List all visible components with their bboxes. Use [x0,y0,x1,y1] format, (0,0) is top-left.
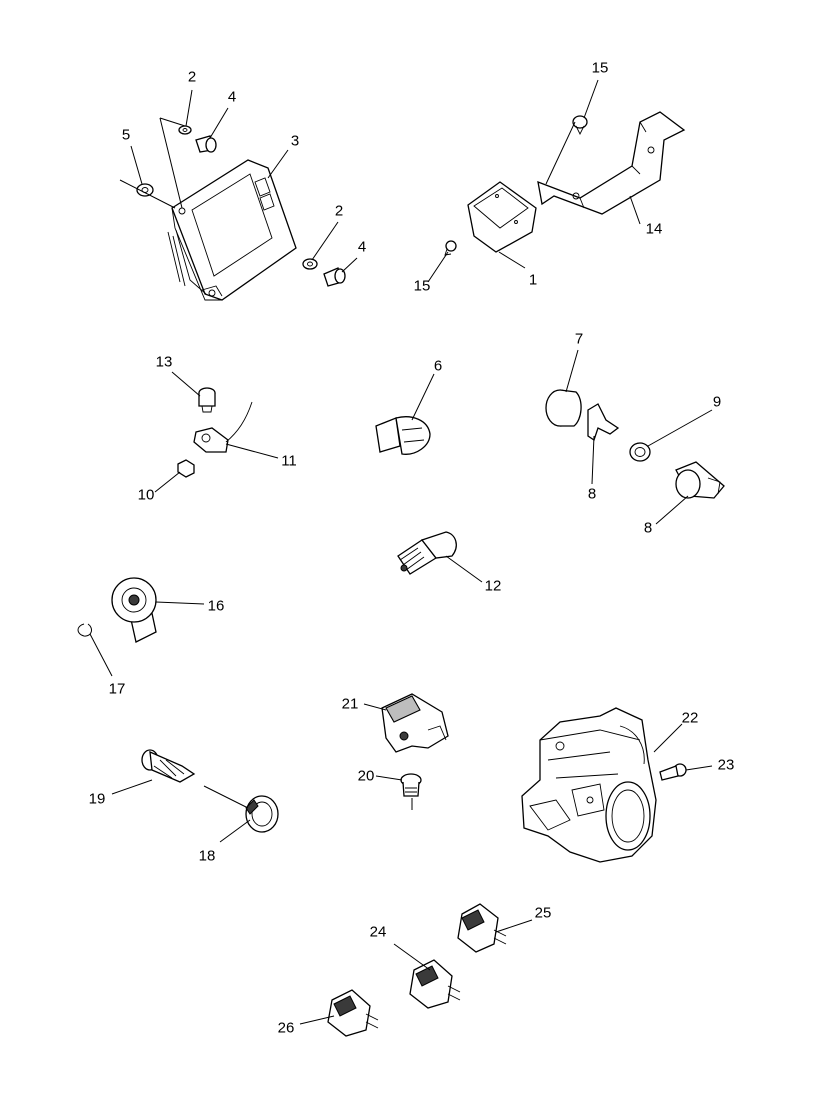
callout-24: 24 [370,924,387,941]
screw-part-lower [444,240,457,256]
throttle-screw-part [659,763,687,781]
callout-15: 15 [592,60,609,77]
callout-5: 5 [122,127,130,144]
callout-26: 26 [278,1020,295,1037]
retaining-clip-part [77,623,92,637]
relay-connector-part-b [409,959,461,1009]
sensor-nut-part [177,459,195,478]
callout-2: 2 [335,203,343,220]
callout-8: 8 [588,486,596,503]
callout-16: 16 [208,598,225,615]
map-sensor-part [381,693,449,753]
washer-part-lower [302,258,318,270]
callout-11: 11 [281,453,297,470]
callout-19: 19 [89,791,106,808]
callout-3: 3 [291,133,299,150]
temperature-sensor-part [675,461,725,499]
callout-6: 6 [434,358,442,375]
speed-sensor-part [193,401,253,453]
callout-7: 7 [575,331,583,348]
callout-9: 9 [713,394,721,411]
callout-20: 20 [358,768,375,785]
adapter-sleeve-part [245,795,279,833]
washer-part [178,125,192,135]
callout-1: 1 [529,272,537,289]
contact-tab-part [587,403,620,442]
callout-18: 18 [199,848,216,865]
relay-box-part [467,181,537,253]
bolt-part [195,135,217,153]
mounting-bracket-part [537,111,686,215]
callout-8: 8 [644,520,652,537]
ecu-module-part [167,159,297,301]
knock-sensor-part [111,577,157,643]
pressure-switch-part [375,416,431,455]
callout-4: 4 [358,239,366,256]
sensor-bolt-part [198,387,216,413]
relay-connector-part-a [457,903,507,953]
leader-lines [89,79,713,1025]
coolant-sensor-part [397,531,457,575]
callout-17: 17 [109,681,126,698]
injector-sensor-part [141,749,196,783]
callout-2: 2 [188,69,196,86]
callout-15: 15 [414,278,431,295]
throttle-body-part [521,707,657,863]
callout-25: 25 [535,905,552,922]
callout-10: 10 [138,487,155,504]
callout-23: 23 [718,757,735,774]
screw-part [572,115,588,136]
sensor-cap-part [545,389,582,427]
callout-21: 21 [342,696,359,713]
relay-connector-part-c [327,989,379,1037]
grommet-part [136,183,154,197]
bolt-part-lower [323,267,346,287]
callout-22: 22 [682,710,699,727]
lock-ring-part [629,442,651,462]
sensor-seal-part [400,773,422,797]
callout-4: 4 [228,89,236,106]
callout-12: 12 [485,578,502,595]
callout-13: 13 [156,354,173,371]
callout-14: 14 [646,221,663,238]
callout-labels: 1 2 2 3 4 4 5 6 7 8 8 9 10 11 12 13 14 1… [89,60,735,1037]
